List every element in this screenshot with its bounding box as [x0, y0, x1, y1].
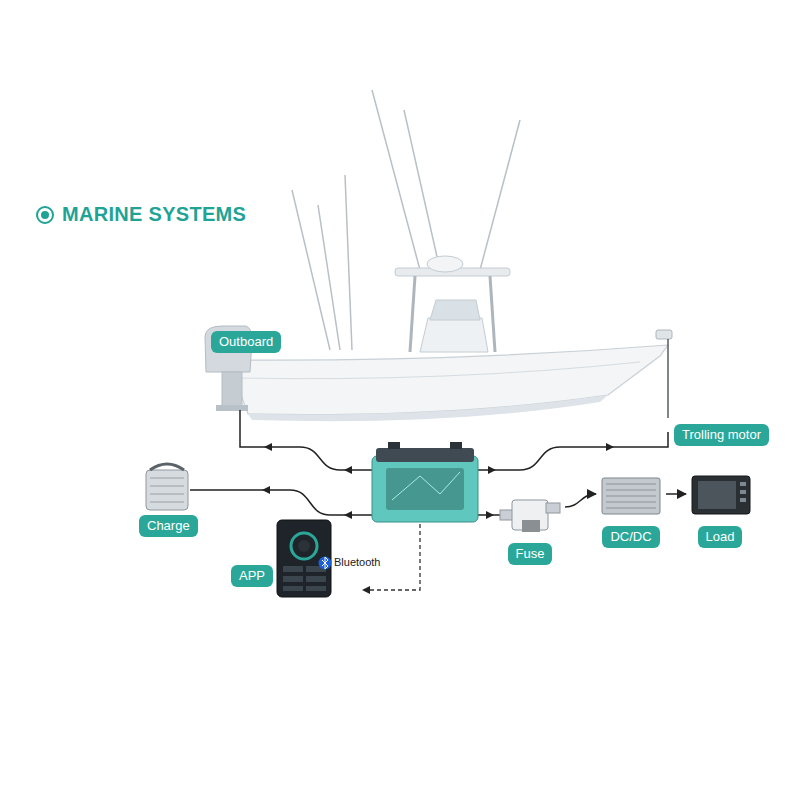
title-bullet-dot	[41, 211, 49, 219]
component-node: Outboard	[211, 331, 281, 353]
component-node: Charge	[139, 515, 198, 537]
title-bullet	[37, 207, 53, 223]
t-top	[395, 256, 510, 352]
flow-arrows	[262, 443, 614, 594]
component-node: Trolling motor	[674, 424, 769, 446]
trolling-motor	[656, 330, 672, 418]
wire-connector	[666, 493, 686, 495]
component-label: DC/DC	[602, 526, 659, 548]
charger	[146, 464, 188, 510]
dcdc-converter	[602, 478, 660, 514]
fishing-rods	[292, 90, 520, 350]
component-label: APP	[231, 565, 273, 587]
component-label: Outboard	[211, 331, 281, 353]
component-node: DC/DC	[596, 474, 666, 548]
boat-hull	[228, 345, 668, 421]
fuse-icon	[500, 500, 560, 532]
bluetooth-label: Bluetooth	[333, 556, 381, 568]
component-label: Load	[698, 526, 743, 548]
bluetooth-icon	[319, 557, 332, 570]
component-node: APP	[231, 565, 273, 587]
component-label: Trolling motor	[674, 424, 769, 446]
component-node: Fuse	[495, 492, 565, 565]
load-display	[692, 476, 750, 514]
component-node: Load	[686, 474, 754, 548]
battery	[372, 442, 478, 522]
component-label: Fuse	[508, 543, 553, 565]
phone-app	[277, 520, 331, 597]
wire-connector	[565, 494, 596, 507]
diagram-title: MARINE SYSTEMS	[62, 203, 246, 226]
component-label: Charge	[139, 515, 198, 537]
